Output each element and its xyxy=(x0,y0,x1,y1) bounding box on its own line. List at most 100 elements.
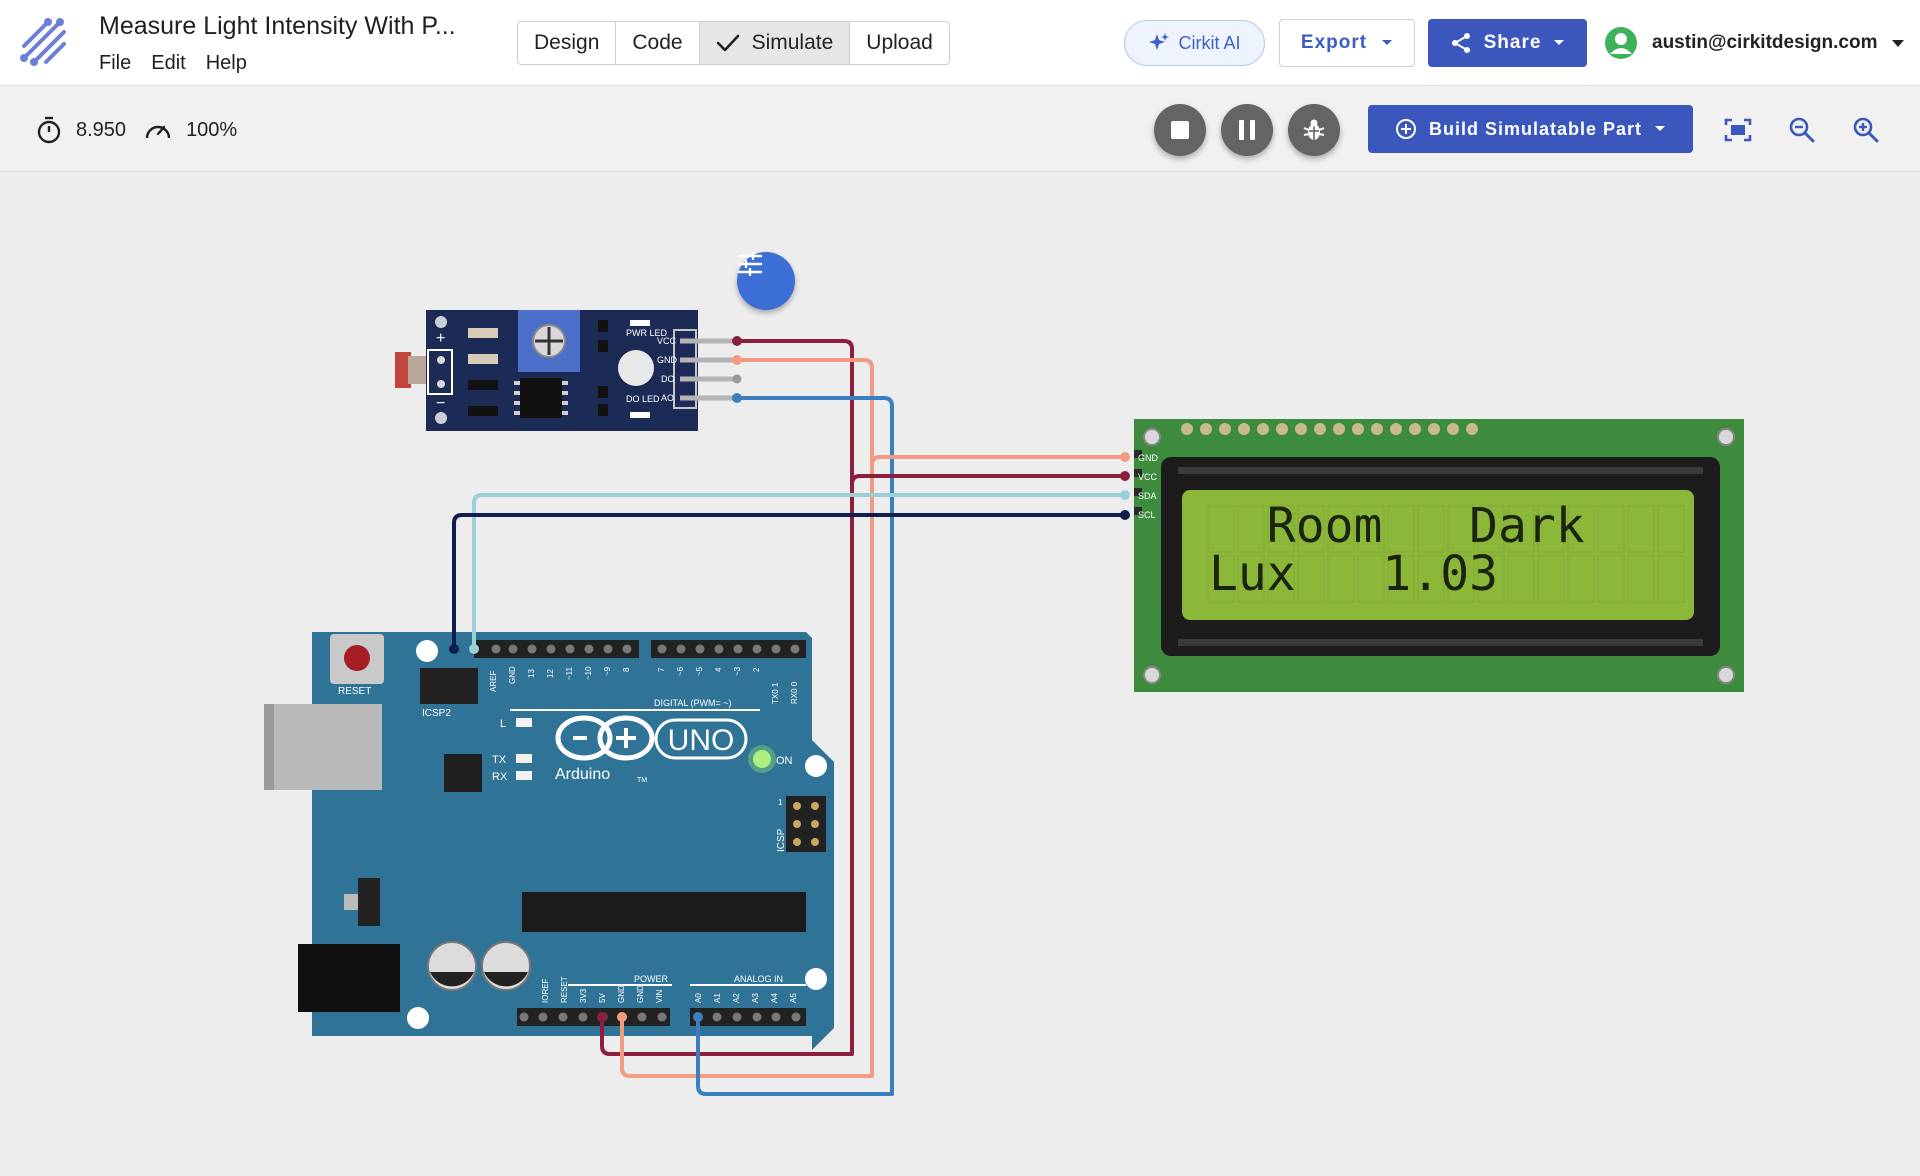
lcd-pin-sda-node[interactable] xyxy=(1120,490,1130,500)
build-simulatable-part-label: Build Simulatable Part xyxy=(1428,118,1643,139)
user-menu[interactable]: austin@cirkitdesign.com xyxy=(1604,26,1905,60)
pin-a5-label: A5 xyxy=(789,993,798,1003)
pin-12-label: 12 xyxy=(546,669,555,678)
fit-to-screen-button[interactable] xyxy=(1722,114,1754,146)
speedometer-icon xyxy=(145,125,171,139)
pin-1-label: TX0 1 xyxy=(771,682,780,704)
lcd-display-module[interactable]: GND VCC SDA SCL xyxy=(1134,419,1744,692)
icsp-pin1-label: 1 xyxy=(778,798,783,807)
wire-sensor-ao-to-a0[interactable] xyxy=(696,396,894,1096)
icsp2-header xyxy=(420,668,478,704)
power-label: POWER xyxy=(634,974,669,984)
tab-code[interactable]: Code xyxy=(616,22,700,64)
tx-label: TX xyxy=(492,754,507,766)
tab-design[interactable]: Design xyxy=(518,22,617,64)
pin-vin-label: VIN xyxy=(655,989,664,1003)
digital-header-pins xyxy=(491,644,800,654)
wire-sensor-gnd-to-gnd[interactable] xyxy=(620,358,874,1078)
power-led-glow xyxy=(748,745,776,773)
wire-lcd-vcc[interactable] xyxy=(850,474,1125,490)
export-label: Export xyxy=(1300,32,1368,53)
arduino-a0-node[interactable] xyxy=(693,1012,703,1022)
pin-do[interactable] xyxy=(732,374,742,384)
pin-gnd[interactable] xyxy=(732,355,742,365)
wire-lcd-sda-to-a4[interactable] xyxy=(472,493,1125,649)
add-circle-icon xyxy=(1395,119,1416,139)
arduino-sda-node[interactable] xyxy=(469,644,479,654)
lcd-pin-vcc-node[interactable] xyxy=(1120,471,1130,481)
sim-speed-value: 100% xyxy=(186,118,238,141)
power-pin-labels: IOREF RESET 3V3 5V GND GND VIN A0 A1 A2 … xyxy=(541,976,798,1003)
power-analog-pins xyxy=(519,1012,801,1022)
reset-button-cap xyxy=(344,645,370,671)
zoom-in-button[interactable] xyxy=(1850,114,1882,146)
icsp-label: ICSP xyxy=(776,828,787,852)
pwr-led-label: PWR LED xyxy=(626,328,668,338)
share-icon xyxy=(1451,33,1470,53)
usb-port xyxy=(264,704,382,790)
light-sensor-module[interactable]: + − PWR LED xyxy=(395,310,742,431)
circuit-canvas[interactable]: + − PWR LED xyxy=(0,172,1920,1176)
cirkit-logo-icon[interactable] xyxy=(18,16,70,68)
tab-upload[interactable]: Upload xyxy=(850,22,949,64)
tm-label: TM xyxy=(637,777,647,784)
pin-label-ao: AO xyxy=(661,393,674,403)
menu-edit[interactable]: Edit xyxy=(151,52,186,74)
mount-hole xyxy=(407,1007,429,1029)
pin-gnd1-label: GND xyxy=(617,985,626,1003)
pin-vcc[interactable] xyxy=(732,336,742,346)
menu-file[interactable]: File xyxy=(99,52,132,74)
wire-lcd-scl-to-a5[interactable] xyxy=(452,513,1125,649)
lcd-pin-scl-node[interactable] xyxy=(1120,510,1130,520)
digital-label: DIGITAL (PWM= ~) xyxy=(654,698,732,708)
share-label: Share xyxy=(1483,32,1542,53)
minus-label: − xyxy=(436,395,445,412)
wire-sensor-vcc-to-5v[interactable] xyxy=(600,339,854,1056)
arduino-uno-board[interactable]: RESET ICSP2 AREF GND 13 xyxy=(264,632,834,1050)
power-header xyxy=(517,1008,670,1026)
build-simulatable-part-button[interactable]: Build Simulatable Part xyxy=(1368,105,1693,153)
icsp2-label: ICSP2 xyxy=(422,708,451,719)
stop-button[interactable] xyxy=(1154,104,1206,156)
share-button[interactable]: Share xyxy=(1428,19,1587,67)
photoresistor-leg xyxy=(408,356,428,384)
project-title[interactable]: Measure Light Intensity With P... xyxy=(99,12,456,40)
mode-switcher: Design Code Simulate Upload xyxy=(517,21,950,65)
wire-lcd-gnd[interactable] xyxy=(870,455,1125,470)
menu-help[interactable]: Help xyxy=(205,52,247,74)
export-button[interactable]: Export xyxy=(1279,19,1415,67)
component-settings-button[interactable] xyxy=(737,252,795,310)
caret-down-icon xyxy=(1655,126,1666,131)
pin-2-label: 2 xyxy=(752,667,761,672)
zoom-out-button[interactable] xyxy=(1786,114,1818,146)
pin-ao[interactable] xyxy=(732,393,742,403)
resistor xyxy=(468,328,498,338)
uno-label: UNO xyxy=(668,724,735,757)
pause-button[interactable] xyxy=(1221,104,1273,156)
cirkit-ai-button[interactable]: Cirkit AI xyxy=(1124,20,1265,66)
mount-hole xyxy=(435,316,447,328)
debug-button[interactable] xyxy=(1288,104,1340,156)
do-led-label: DO LED xyxy=(626,394,660,404)
arduino-scl-node[interactable] xyxy=(449,644,459,654)
header-frame xyxy=(673,329,697,409)
arduino-5v-node[interactable] xyxy=(597,1012,607,1022)
stopwatch-icon xyxy=(37,116,61,144)
zoom-in-icon xyxy=(1853,117,1879,143)
lcd-pin-gnd-node[interactable] xyxy=(1120,452,1130,462)
rx-label: RX xyxy=(492,771,508,783)
pin-gnd2-label: GND xyxy=(636,985,645,1003)
mount-hole xyxy=(805,968,827,990)
arduino-gnd-node[interactable] xyxy=(617,1012,627,1022)
mount-hole xyxy=(416,640,438,662)
power-jack xyxy=(298,944,400,1012)
pin-5-label: ~5 xyxy=(695,666,704,676)
tab-simulate[interactable]: Simulate xyxy=(699,22,851,64)
led-l-label: L xyxy=(500,718,506,730)
sensor-capacitor xyxy=(618,350,654,386)
pin-ioref-label: IOREF xyxy=(541,978,550,1003)
resistor xyxy=(598,386,608,398)
user-email: austin@cirkitdesign.com xyxy=(1652,32,1878,53)
caret-down-icon xyxy=(1892,39,1905,47)
sliders-icon xyxy=(737,252,763,276)
